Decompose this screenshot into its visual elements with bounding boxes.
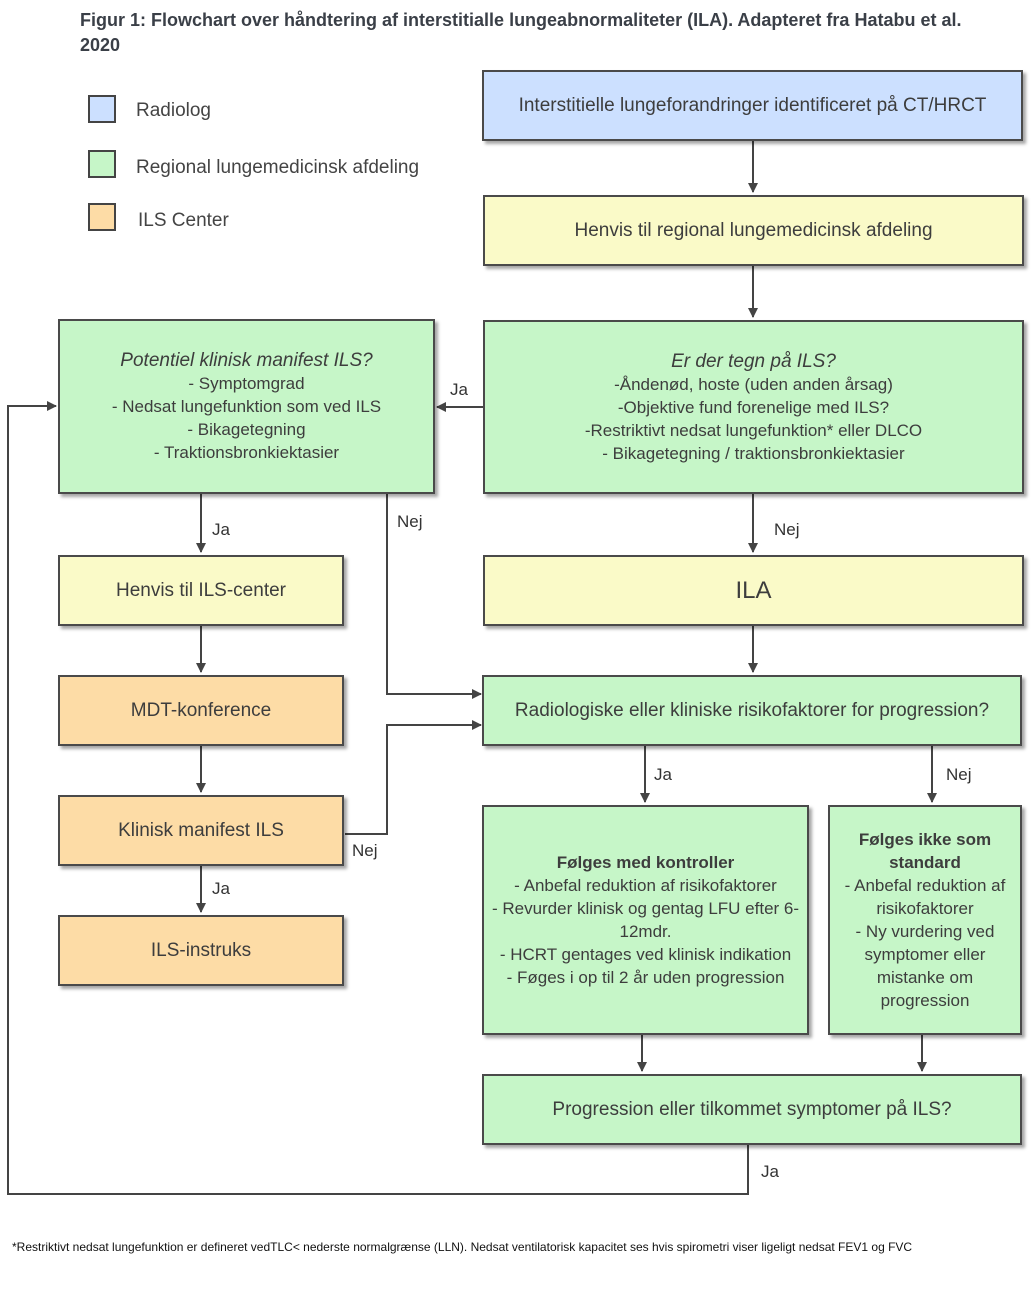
node-klinisk-manifest: Klinisk manifest ILS — [58, 795, 344, 866]
node-tegn-line: - Bikagetegning / traktionsbronkiektasie… — [602, 443, 905, 463]
node-tegn-line: -Objektive fund forenelige med ILS? — [617, 397, 890, 417]
node-foelges-ikke-standard: Følges ikke som standard - Anbefal reduk… — [828, 805, 1022, 1035]
legend-label-ils-center: ILS Center — [138, 210, 229, 231]
legend-swatch-radiolog — [88, 95, 116, 123]
edge-klinisk-nej — [345, 720, 482, 835]
node-ikke-line: - Anbefal reduktion af risikofaktorer — [844, 876, 1006, 918]
node-henvis-ils-center: Henvis til ILS-center — [58, 555, 344, 626]
node-tegn-heading: Er der tegn på ILS? — [671, 350, 836, 372]
node-potentiel-heading: Potentiel klinisk manifest ILS? — [120, 350, 373, 371]
node-kontroller-line: - HCRT gentages ved klinisk indikation — [499, 945, 792, 964]
legend-swatch-regional — [88, 150, 116, 178]
node-kontroller-line: - Anbefal reduktion af risikofaktorer — [514, 876, 777, 895]
legend-label-regional: Regional lungemedicinsk afdeling — [136, 157, 420, 178]
node-ila: ILA — [483, 555, 1024, 626]
edge-label-klinisk-nej: Nej — [352, 841, 378, 860]
node-ikke-heading: Følges ikke som standard — [858, 830, 992, 872]
edge-label-potentiel-ja: Ja — [212, 520, 230, 539]
node-kontroller-line: - Føges i op til 2 år uden progression — [506, 968, 785, 987]
node-potentiel-klinisk: Potentiel klinisk manifest ILS? - Sympto… — [58, 319, 435, 494]
edge-label-progression-ja: Ja — [761, 1162, 779, 1181]
node-risiko-text: Radiologiske eller kliniske risikofaktor… — [514, 700, 990, 721]
node-progression: Progression eller tilkommet symptomer på… — [482, 1074, 1022, 1145]
node-ila-text: ILA — [735, 577, 772, 604]
node-risikofaktorer: Radiologiske eller kliniske risikofaktor… — [482, 675, 1022, 746]
node-tegn-line: -Åndenød, hoste (uden anden årsag) — [614, 374, 893, 394]
node-tegn-paa-ils: Er der tegn på ILS? -Åndenød, hoste (ude… — [483, 320, 1024, 494]
edge-label-risiko-nej: Nej — [946, 765, 972, 784]
node-ct-identified: Interstitielle lungeforandringer identif… — [482, 70, 1023, 141]
node-kontroller-heading: Følges med kontroller — [556, 853, 735, 872]
node-foelges-med-kontroller: Følges med kontroller - Anbefal reduktio… — [482, 805, 809, 1035]
legend-swatch-ils-center — [88, 203, 116, 231]
node-ct-text: Interstitielle lungeforandringer identif… — [518, 95, 987, 116]
node-klinisk-text: Klinisk manifest ILS — [118, 820, 284, 841]
edge-progression-ja — [7, 401, 749, 1195]
node-tegn-line: -Restriktivt nedsat lungefunktion* eller… — [584, 420, 923, 440]
node-progression-text: Progression eller tilkommet symptomer på… — [552, 1099, 952, 1120]
node-kontroller-line: - Revurder klinisk og gentag LFU efter 6… — [491, 899, 800, 941]
edge-label-risiko-ja: Ja — [654, 765, 672, 784]
node-mdt-konference: MDT-konference — [58, 675, 344, 746]
edge-label-tegn-nej: Nej — [774, 520, 800, 539]
footnote: *Restriktivt nedsat lungefunktion er def… — [12, 1240, 913, 1254]
figure-title: Figur 1: Flowchart over håndtering af in… — [80, 10, 962, 55]
node-henvis-regional: Henvis til regional lungemedicinsk afdel… — [483, 195, 1024, 266]
legend-label-radiolog: Radiolog — [136, 100, 211, 121]
edge-label-tegn-ja: Ja — [450, 380, 468, 399]
node-ils-instruks: ILS-instruks — [58, 915, 344, 986]
node-potentiel-line: - Bikagetegning — [187, 420, 306, 439]
edge-label-klinisk-ja: Ja — [212, 879, 230, 898]
node-henvis-regional-text: Henvis til regional lungemedicinsk afdel… — [574, 220, 933, 241]
node-potentiel-line: - Symptomgrad — [188, 374, 305, 393]
node-potentiel-line: - Nedsat lungefunktion som ved ILS — [111, 397, 382, 416]
node-mdt-text: MDT-konference — [130, 700, 272, 721]
edge-potentiel-nej — [386, 494, 482, 699]
node-potentiel-line: - Traktionsbronkiektasier — [153, 443, 340, 462]
node-instruks-text: ILS-instruks — [150, 940, 252, 961]
edge-label-potentiel-nej: Nej — [397, 512, 423, 531]
node-ikke-line: - Ny vurdering ved symptomer eller mista… — [855, 922, 995, 1010]
node-henvis-ils-text: Henvis til ILS-center — [115, 580, 286, 601]
